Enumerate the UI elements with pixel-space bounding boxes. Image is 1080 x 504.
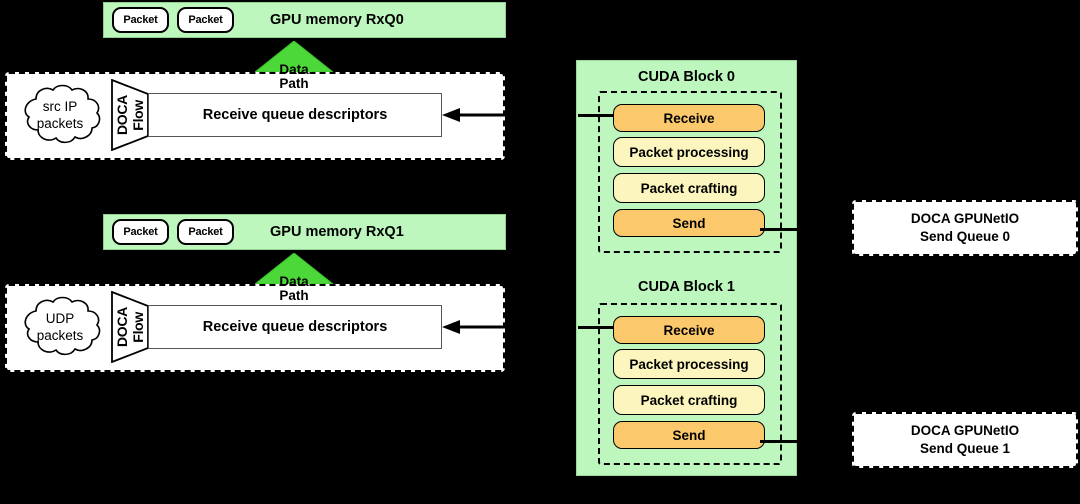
cuda-block-1-stage-receive[interactable]: Receive	[613, 316, 765, 344]
send-queue-1-line1: DOCA GPUNetIO	[910, 423, 1020, 439]
gpu-memory-label: GPU memory RxQ1	[270, 224, 404, 240]
cloud-icon	[24, 84, 101, 144]
send-queue-0-line2: Send Queue 0	[919, 229, 1011, 244]
receive-queue-descriptors-1: Receive queue descriptors	[148, 305, 442, 349]
packet-chip: Packet	[177, 7, 234, 33]
cuda-block-0-stage-send[interactable]: Send	[613, 209, 765, 237]
connector-receive-to-descriptors-0	[442, 106, 578, 124]
data-path-label: Data Path	[279, 274, 309, 303]
cuda-block-0-stage-packet-crafting[interactable]: Packet crafting	[613, 173, 765, 203]
cuda-block-1-dashed-region	[598, 303, 782, 465]
doca-gpunetio-send-queue-1: DOCA GPUNetIO Send Queue 1	[852, 412, 1078, 468]
cuda-block-1-stage-packet-crafting[interactable]: Packet crafting	[613, 385, 765, 415]
packet-chip: Packet	[112, 7, 169, 33]
connector-stub-receive-1	[578, 326, 614, 329]
cuda-block-1-title: CUDA Block 1	[638, 279, 735, 295]
cuda-block-1-stage-send[interactable]: Send	[613, 421, 765, 449]
receive-queue-descriptors-0: Receive queue descriptors	[148, 93, 442, 137]
connector-receive-to-descriptors-1	[442, 318, 578, 336]
packet-chip: Packet	[177, 219, 234, 245]
doca-flow-trapezoid-1: DOCA Flow	[111, 290, 149, 364]
send-queue-1-line2: Send Queue 1	[919, 441, 1011, 456]
cuda-block-0-stage-packet-processing[interactable]: Packet processing	[613, 137, 765, 167]
packet-chip: Packet	[112, 219, 169, 245]
cuda-block-0-title: CUDA Block 0	[638, 69, 735, 85]
left-arrow-icon	[442, 320, 578, 334]
doca-flow-trapezoid-0: DOCA Flow	[111, 78, 149, 152]
doca-gpunetio-send-queue-0: DOCA GPUNetIO Send Queue 0	[852, 200, 1078, 256]
cloud-icon	[24, 296, 101, 356]
left-arrow-icon	[442, 108, 578, 122]
gpu-memory-label: GPU memory RxQ0	[270, 12, 404, 28]
send-queue-0-line1: DOCA GPUNetIO	[910, 211, 1020, 227]
cloud-src-ip-packets: src IP packets	[12, 83, 108, 149]
data-path-label: Data Path	[279, 62, 309, 91]
doca-flow-label: DOCA Flow	[114, 94, 146, 136]
cuda-block-0-dashed-region	[598, 91, 782, 253]
connector-stub-receive-0	[578, 114, 614, 117]
gpu-memory-bar-rxq0: Packet Packet GPU memory RxQ0	[103, 2, 506, 38]
connector-send-1-to-queue-1	[760, 440, 856, 443]
connector-send-0-to-queue-0	[760, 228, 856, 231]
cuda-blocks-panel: CUDA Block 0 Receive Packet processing P…	[576, 60, 797, 476]
cloud-udp-packets: UDP packets	[12, 295, 108, 361]
cuda-block-0-stage-receive[interactable]: Receive	[613, 104, 765, 132]
gpu-memory-bar-rxq1: Packet Packet GPU memory RxQ1	[103, 214, 506, 250]
cuda-block-1-stage-packet-processing[interactable]: Packet processing	[613, 349, 765, 379]
doca-flow-label: DOCA Flow	[114, 306, 146, 348]
